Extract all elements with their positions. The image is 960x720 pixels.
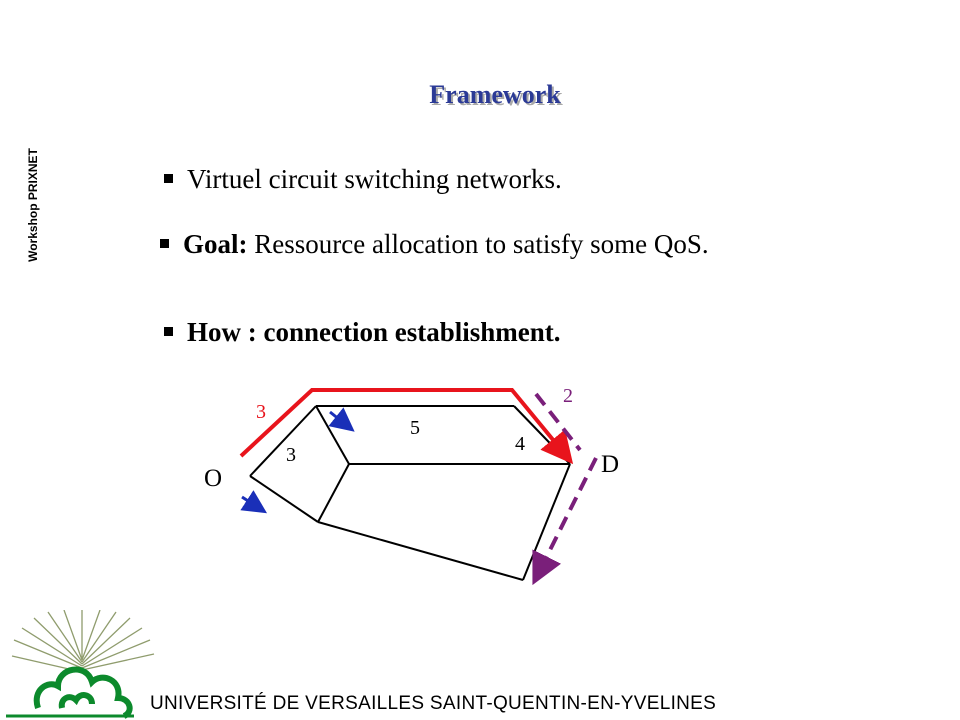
bullet-how: How : connection establishment.: [164, 310, 561, 354]
edge-cost-top: 5: [410, 417, 420, 439]
edge-cost-right: 4: [515, 433, 525, 455]
red-path-cost: 3: [256, 401, 266, 423]
edge-cost-left: 3: [286, 444, 296, 466]
bullet-goal: Goal: Ressource allocation to satisfy so…: [160, 222, 760, 266]
red-path: [239, 388, 574, 465]
graph-edges: [249, 405, 571, 581]
bullet-square-icon: [164, 174, 173, 184]
blue-arrow-upper: [328, 407, 355, 432]
slide-title: Framework: [429, 80, 561, 109]
edge-bottom: [317, 521, 524, 581]
edge-o-top-left: [249, 405, 317, 477]
blue-arrow-lower: [240, 490, 268, 514]
bullet-square-icon: [160, 239, 169, 249]
university-name: UNIVERSITÉ DE VERSAILLES SAINT-QUENTIN-E…: [150, 693, 717, 714]
edge-o-bottom-left: [249, 475, 319, 523]
bullet-goal-text: Ressource allocation to satisfy some QoS…: [247, 229, 709, 259]
bullet-text: How : connection establishment.: [187, 317, 561, 347]
green-shapes-icon: [33, 666, 133, 719]
purple-path-cost: 2: [563, 385, 573, 407]
edge-top-left-mid: [315, 405, 350, 465]
university-logo: [6, 610, 155, 719]
edge-mid-bottom-left: [317, 463, 350, 523]
node-d-label: D: [601, 451, 619, 478]
sun-rays-icon: [11, 610, 155, 673]
bullet-text: Virtuel circuit switching networks.: [187, 164, 562, 194]
bullet-virtual-circuit: Virtuel circuit switching networks.: [164, 157, 562, 201]
node-o-label: O: [204, 465, 222, 492]
bullet-square-icon: [164, 327, 173, 337]
bullet-goal-label: Goal:: [183, 229, 248, 259]
edge-bottom-d: [522, 463, 571, 581]
purple-path: [532, 392, 598, 586]
